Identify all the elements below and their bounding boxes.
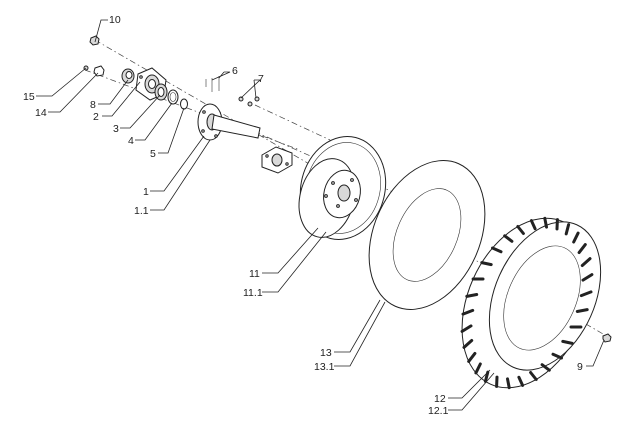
label-1-1: 1.1 — [134, 205, 149, 217]
grease-fitting-part — [83, 65, 105, 77]
label-11-1: 11.1 — [243, 287, 263, 299]
bearing-ring-parts — [154, 83, 188, 110]
tread-lug — [540, 363, 551, 372]
label-3: 3 — [113, 123, 119, 135]
tread-lug — [572, 231, 580, 244]
tread-lug — [467, 351, 477, 363]
tread-lug — [575, 308, 589, 313]
tread-lug — [465, 293, 479, 298]
tread-lug — [460, 324, 473, 333]
tread-lug — [551, 352, 563, 360]
tread-lug — [529, 219, 537, 231]
tread-lug — [564, 223, 571, 236]
tread-lug — [483, 370, 490, 383]
label-1: 1 — [143, 186, 149, 198]
label-15: 15 — [23, 91, 35, 103]
stub-axle-part — [197, 103, 261, 141]
label-11: 11 — [249, 268, 260, 280]
bolt-top-part — [89, 35, 100, 46]
tread-lug — [506, 377, 511, 390]
tread-lug — [561, 339, 574, 345]
label-4: 4 — [128, 135, 134, 147]
tread-lug — [517, 375, 525, 387]
label-5: 5 — [150, 148, 156, 160]
tread-lug — [503, 234, 514, 243]
hub-plate-part — [261, 146, 293, 174]
wheel-rim-part — [298, 136, 387, 240]
tread-lug — [491, 246, 503, 254]
leader-lines — [36, 19, 605, 411]
tractor-tyre-part — [460, 216, 602, 390]
tread-lug — [577, 243, 587, 255]
label-8: 8 — [90, 99, 96, 111]
tyre-tread-lugs — [460, 216, 594, 390]
tread-lug — [529, 371, 538, 381]
tread-lug — [462, 339, 474, 349]
label-9: 9 — [577, 361, 583, 373]
label-13: 13 — [320, 347, 332, 359]
tread-lug — [581, 273, 594, 282]
tread-lug — [516, 225, 525, 235]
inner-tube-part — [368, 160, 486, 310]
tread-lug — [579, 290, 593, 298]
label-10: 10 — [109, 14, 121, 26]
label-14: 14 — [35, 107, 47, 119]
label-12-1: 12.1 — [428, 405, 449, 417]
label-12: 12 — [434, 393, 446, 405]
tread-lug — [461, 308, 475, 316]
hub-cap-part — [121, 68, 135, 84]
tread-lug — [580, 257, 592, 267]
valve-part — [602, 333, 612, 343]
tread-lug — [480, 261, 493, 267]
label-6: 6 — [232, 65, 238, 77]
tread-lug — [474, 362, 482, 375]
bolt-set-part — [205, 76, 260, 107]
part-labels: 10 15 14 8 2 3 4 5 6 7 1 1.1 11 11.1 13 … — [23, 14, 583, 417]
tread-lug — [543, 216, 548, 229]
label-13-1: 13.1 — [314, 361, 335, 373]
label-7: 7 — [258, 73, 264, 85]
label-2: 2 — [93, 111, 99, 123]
